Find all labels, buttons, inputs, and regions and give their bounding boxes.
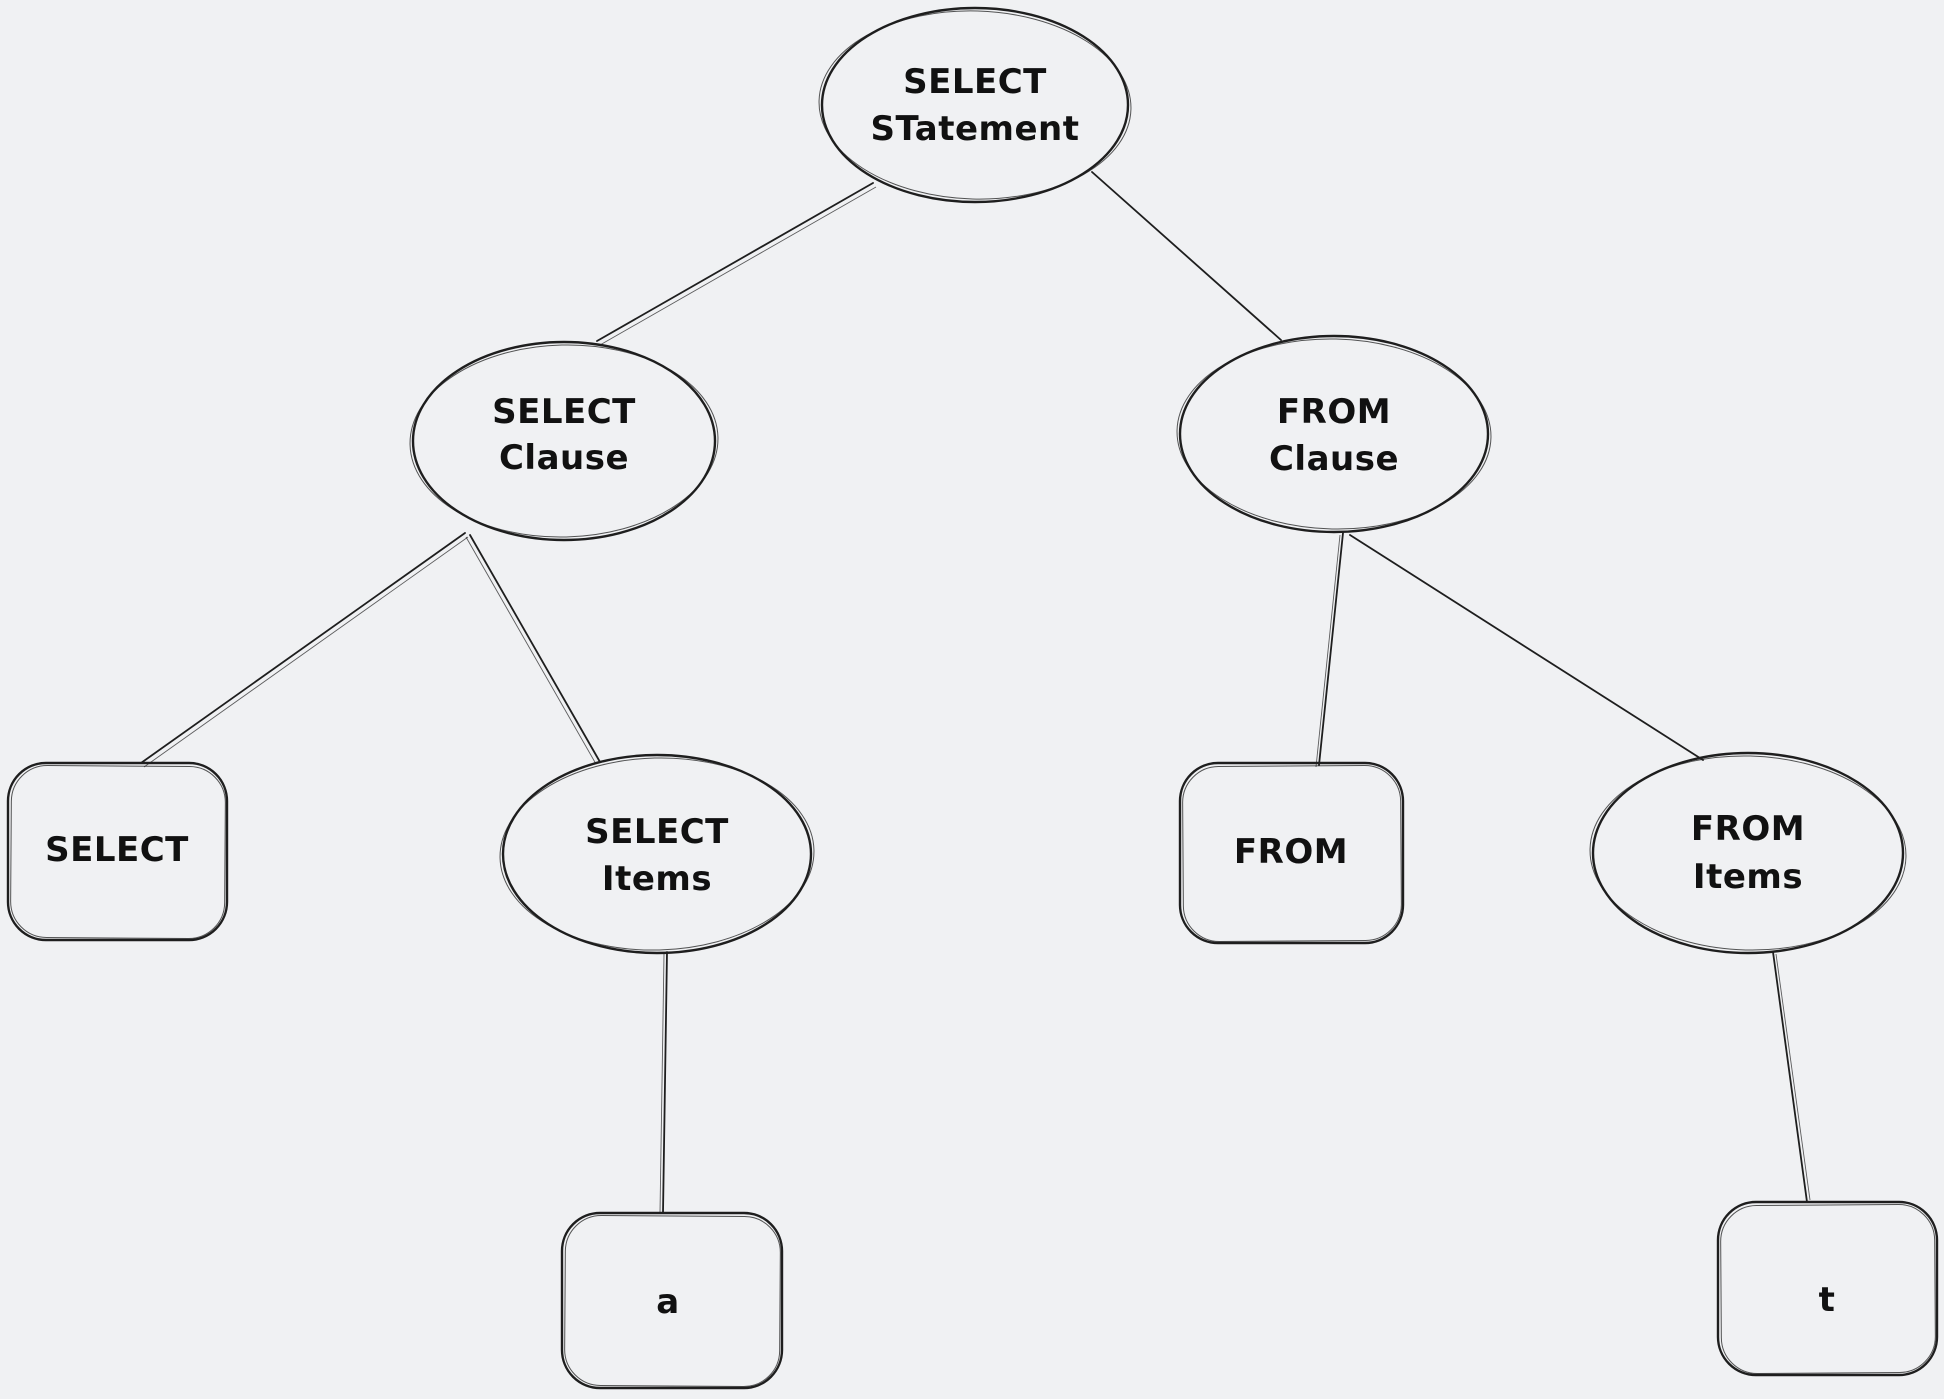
node-select-items-label-line2: Items	[602, 859, 712, 899]
node-item-a: a	[560, 1211, 784, 1390]
node-from-clause-label-line2: Clause	[1269, 439, 1399, 479]
node-select-statement-label-line2: STatement	[871, 109, 1080, 149]
node-item-a-label: a	[656, 1282, 679, 1322]
from-items-ellipse	[1591, 751, 1905, 955]
node-select-items: SELECT Items	[499, 753, 815, 955]
node-from-items-label-line2: Items	[1693, 857, 1803, 897]
select-clause-ellipse	[411, 340, 717, 542]
table-t-rect	[1716, 1200, 1939, 1377]
node-select-statement: SELECT STatement	[818, 6, 1132, 204]
table-t-rect-sketch	[1720, 1203, 1936, 1374]
edge-select-clause-to-select-keyword	[140, 532, 469, 768]
node-table-t-label: t	[1819, 1280, 1836, 1320]
node-select-keyword-label: SELECT	[45, 830, 189, 870]
edges	[140, 171, 1811, 1214]
from-items-ellipse-sketch	[1589, 755, 1907, 951]
from-clause-ellipse	[1178, 334, 1490, 534]
edge-from-clause-to-from-keyword	[1315, 532, 1344, 768]
node-from-clause: FROM Clause	[1176, 334, 1492, 534]
edge-select-clause-to-select-items	[465, 534, 601, 765]
edge-select-statement-to-select-clause	[596, 182, 877, 346]
node-from-clause-label-line1: FROM	[1277, 392, 1391, 432]
edge-from-items-to-table-t	[1772, 951, 1811, 1203]
node-table-t: t	[1716, 1200, 1939, 1377]
node-select-statement-label-line1: SELECT	[903, 62, 1047, 102]
select-keyword-rect	[6, 761, 229, 942]
select-statement-ellipse	[820, 6, 1130, 204]
node-from-keyword: FROM	[1178, 761, 1405, 945]
node-select-clause-label-line1: SELECT	[492, 392, 636, 432]
node-from-items: FROM Items	[1589, 751, 1907, 955]
node-select-clause-label-line2: Clause	[499, 438, 629, 478]
node-select-items-label-line1: SELECT	[585, 812, 729, 852]
edge-select-items-to-item-a	[659, 951, 668, 1214]
edge-select-statement-to-from-clause	[1091, 171, 1282, 341]
node-from-items-label-line1: FROM	[1691, 809, 1805, 849]
item-a-rect-sketch	[564, 1215, 781, 1388]
select-statement-ellipse-sketch	[818, 10, 1132, 200]
node-select-keyword: SELECT	[6, 761, 229, 942]
select-keyword-rect-sketch	[10, 765, 226, 940]
select-clause-ellipse-sketch	[409, 344, 719, 538]
edge-from-clause-to-from-items	[1349, 534, 1704, 761]
from-clause-ellipse-sketch	[1176, 338, 1492, 530]
select-items-ellipse-sketch	[499, 757, 815, 951]
node-from-keyword-label: FROM	[1234, 832, 1348, 872]
node-select-clause: SELECT Clause	[409, 340, 719, 542]
select-items-ellipse	[501, 753, 813, 955]
from-keyword-rect	[1178, 761, 1405, 945]
from-keyword-rect-sketch	[1182, 764, 1402, 943]
item-a-rect	[560, 1211, 784, 1390]
